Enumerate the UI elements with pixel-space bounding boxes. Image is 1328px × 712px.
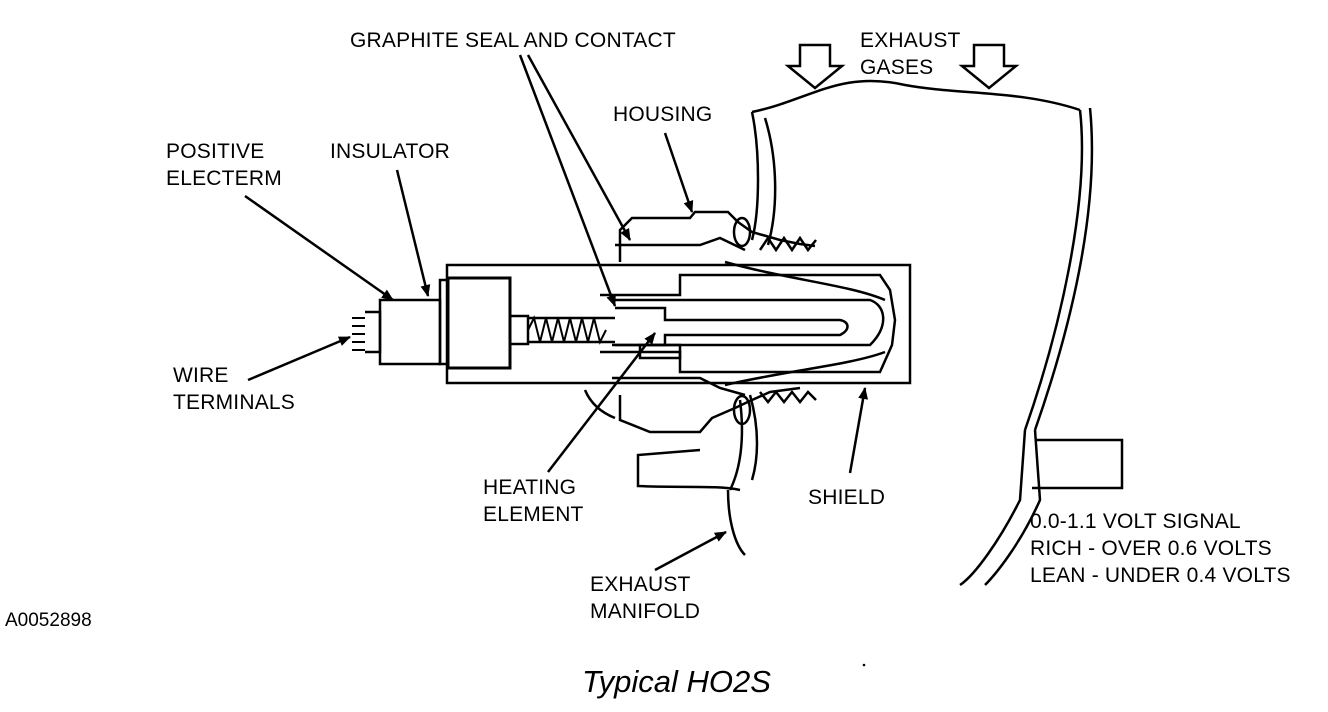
wire-terminal-stub: [352, 298, 442, 366]
leader-positive-electerm: [244, 194, 394, 302]
exhaust-manifold-flange: [636, 394, 759, 556]
leader-exhaust-manifold: [654, 530, 727, 572]
sensor-body: [438, 260, 912, 387]
sensor-housing: [583, 210, 817, 434]
leader-arrows: [244, 54, 869, 572]
leader-heating-element: [547, 332, 656, 473]
figure-caption: Typical HO2S: [582, 664, 771, 699]
leader-housing: [663, 132, 694, 213]
leader-insulator: [395, 169, 431, 297]
exhaust-gas-arrows: [784, 43, 1020, 90]
label-shield: SHIELD: [808, 486, 886, 509]
leader-wire-terminals: [247, 335, 351, 382]
leader-graphite-1: [518, 54, 617, 307]
label-insulator: INSULATOR: [330, 140, 451, 163]
leader-graphite-2: [526, 54, 632, 241]
figure-code: A0052898: [5, 610, 92, 631]
label-housing: HOUSING: [613, 103, 713, 126]
leader-shield: [848, 387, 869, 474]
heating-element-spring: [527, 315, 607, 345]
exhaust-pipe: [750, 79, 1124, 587]
label-graphite-seal: GRAPHITE SEAL AND CONTACT: [350, 29, 676, 52]
